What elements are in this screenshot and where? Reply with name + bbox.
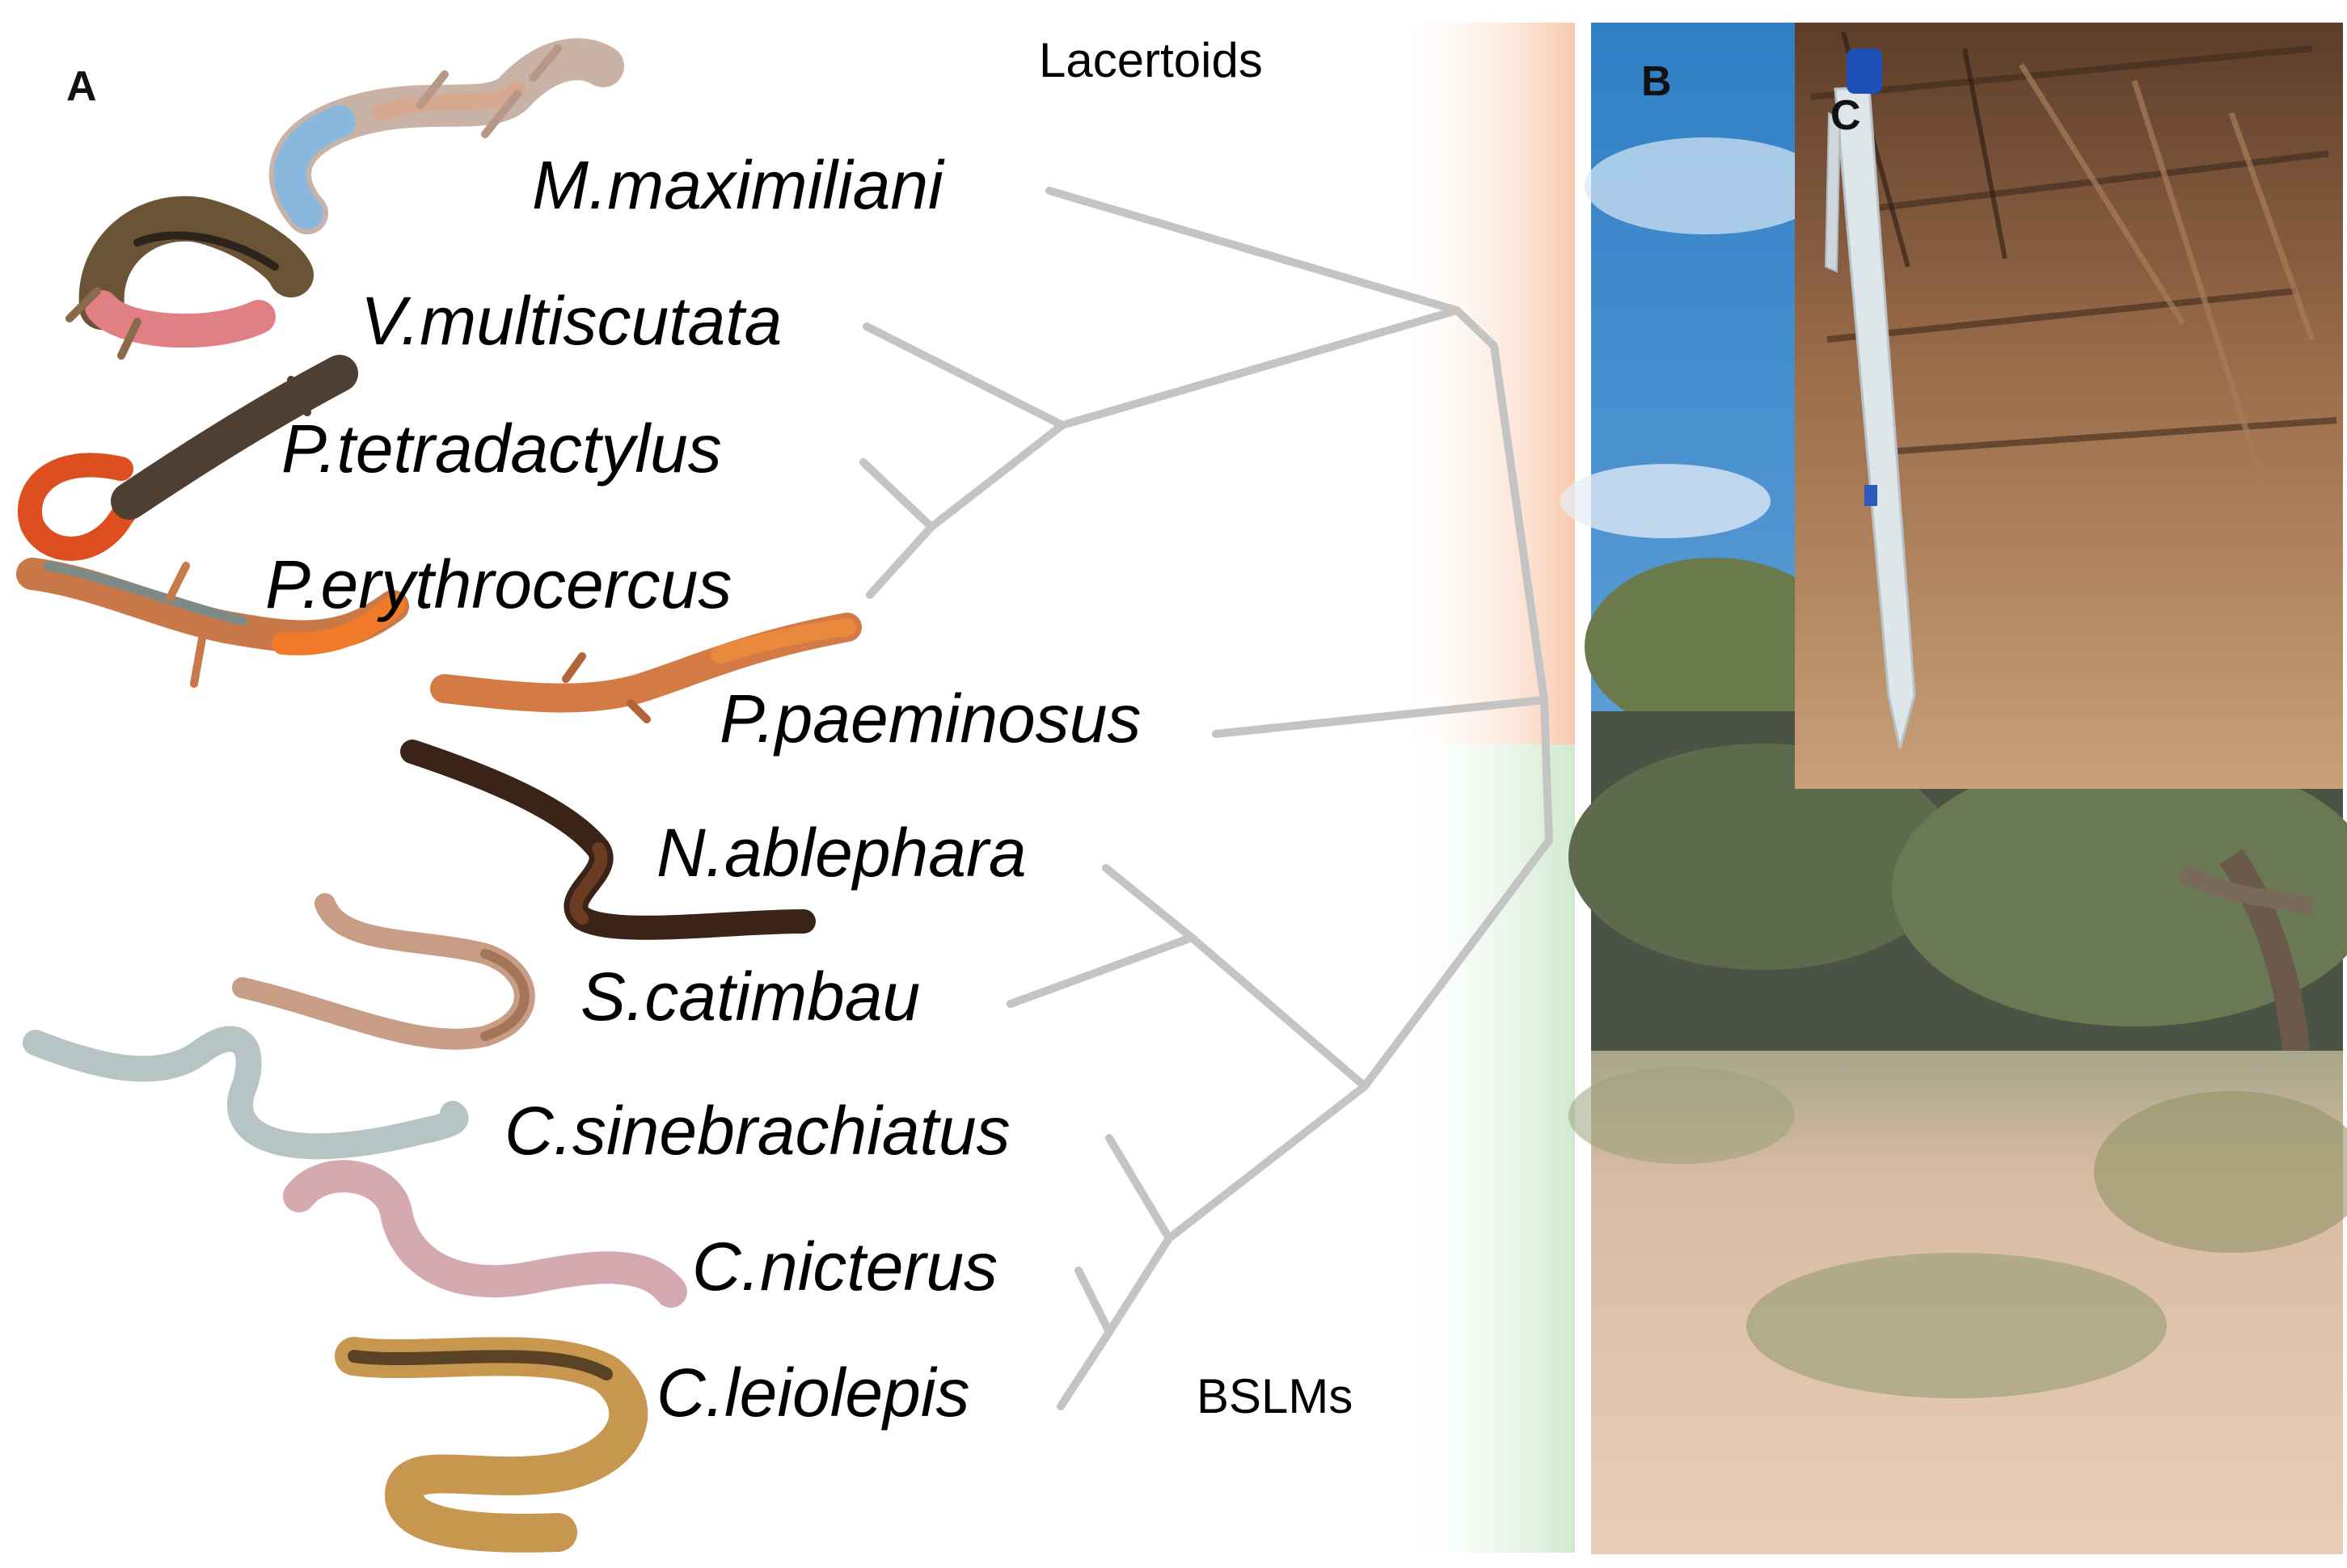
panel-b-letter: B <box>1641 58 1672 105</box>
lizard-photos <box>16 38 862 1553</box>
branch-c-nicterus <box>1074 1267 1113 1336</box>
panel-divider <box>1577 23 1591 1558</box>
bslms-label: BSLMs <box>1197 1369 1353 1423</box>
taxon-labels: M.maximiliani V.multiscutata P.tetradact… <box>265 147 1141 1431</box>
taxon-label: C.sinebrachiatus <box>504 1093 1011 1169</box>
branch-node-lacertoid-core <box>1453 306 1548 704</box>
pen-in-soil-photo <box>1795 23 2343 789</box>
branch-p-erythrocercus <box>866 523 935 599</box>
branch-node-c-clade <box>1165 1082 1369 1242</box>
branch-node-ns <box>1188 934 1369 1090</box>
branch-c-leiolepis <box>1057 1328 1113 1410</box>
branch-m-maximiliani <box>1045 187 1461 314</box>
lizard-photo <box>232 893 535 1050</box>
lizard-photo <box>65 196 314 360</box>
pen-cap <box>1847 48 1882 94</box>
branch-node-vp <box>1058 306 1461 429</box>
lizard-photo <box>430 613 862 723</box>
lizard-photo <box>400 740 816 940</box>
taxon-label: M.maximiliani <box>532 147 945 223</box>
phylogeny-tree <box>859 187 1553 1410</box>
taxon-label: P.tetradactylus <box>281 411 722 487</box>
taxon-label: C.nicterus <box>692 1229 998 1305</box>
lizard-photo <box>283 1160 687 1308</box>
branch-s-catimbau <box>1007 934 1196 1008</box>
panel-c-letter: C <box>1830 92 1861 139</box>
branch-v-multiscutata <box>863 322 1066 429</box>
branch-node-cc <box>1105 1234 1173 1336</box>
lizard-photo <box>23 1026 469 1160</box>
branch-p-paeminosus <box>1212 696 1548 738</box>
branch-node-lacertoids <box>1540 696 1553 845</box>
taxon-label: P.paeminosus <box>720 681 1141 757</box>
branch-c-sinebrachiatus <box>1105 1134 1173 1242</box>
branch-p-tetradactylus <box>859 458 935 531</box>
taxon-label: N.ablephara <box>656 815 1027 891</box>
lizard-photo <box>335 1337 648 1553</box>
lizard-photo <box>18 355 358 561</box>
bslms-band <box>1391 744 1575 1553</box>
taxon-label: V.multiscutata <box>361 283 782 359</box>
lacertoids-label: Lacertoids <box>1039 33 1263 87</box>
taxon-label: P.erythrocercus <box>265 546 732 622</box>
taxon-label: S.catimbau <box>580 959 920 1035</box>
lacertoids-band <box>1391 23 1575 744</box>
taxon-label: C.leiolepis <box>656 1355 970 1431</box>
branch-node-bslms <box>1361 837 1553 1090</box>
lizard-photo <box>16 558 409 688</box>
lizard-photo <box>268 38 624 234</box>
pen-clip <box>1824 112 1842 273</box>
panel-a-letter: A <box>66 63 97 110</box>
branch-node-p-pair <box>927 421 1066 531</box>
branch-n-ablephara <box>1102 864 1196 942</box>
